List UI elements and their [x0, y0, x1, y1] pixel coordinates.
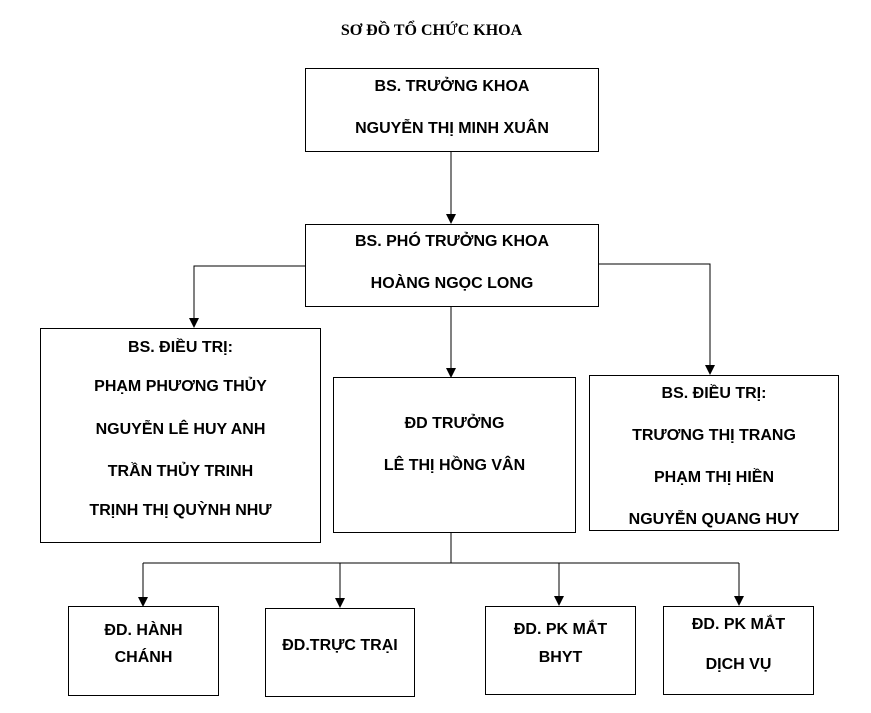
head-name: NGUYỄN THỊ MINH XUÂN: [355, 120, 549, 137]
unit-insurance-clinic-nurse-box: ĐD. PK MẮT BHYT: [485, 606, 636, 695]
doctors-left-role: BS. ĐIỀU TRỊ:: [128, 339, 233, 356]
arrow-deputy-to-doctors-left: [189, 265, 305, 328]
unit-label: ĐD. HÀNH: [104, 622, 183, 639]
unit-service-clinic-nurse-box: ĐD. PK MẮT DỊCH VỤ: [663, 606, 814, 695]
deputy-head-box: BS. PHÓ TRƯỞNG KHOA HOÀNG NGỌC LONG: [305, 224, 599, 307]
unit-admin-nurse-box: ĐD. HÀNH CHÁNH: [68, 606, 219, 696]
doctors-left-box: BS. ĐIỀU TRỊ: PHẠM PHƯƠNG THỦY NGUYỄN LÊ…: [40, 328, 321, 543]
deputy-name: HOÀNG NGỌC LONG: [370, 275, 534, 292]
unit-ward-duty-nurse-box: ĐD.TRỰC TRẠI: [265, 608, 415, 697]
head-of-department-box: BS. TRƯỞNG KHOA NGUYỄN THỊ MINH XUÂN: [305, 68, 599, 152]
doctor-name: PHẠM PHƯƠNG THỦY: [94, 378, 267, 395]
deputy-role: BS. PHÓ TRƯỞNG KHOA: [354, 233, 550, 250]
doctor-name: NGUYỄN QUANG HUY: [628, 511, 800, 528]
unit-label: BHYT: [538, 649, 583, 666]
unit-label: DỊCH VỤ: [705, 656, 772, 673]
head-nurse-role: ĐD TRƯỞNG: [404, 415, 505, 432]
doctor-name: TRƯƠNG THỊ TRANG: [632, 427, 796, 444]
doctor-name: TRẦN THỦY TRINH: [107, 463, 254, 480]
doctor-name: PHẠM THỊ HIỀN: [654, 469, 774, 486]
unit-label: CHÁNH: [114, 649, 173, 666]
arrow-deputy-to-doctors-right: [598, 263, 715, 375]
unit-label: ĐD. PK MẮT: [513, 621, 608, 638]
diagram-title: SƠ ĐỒ TỔ CHỨC KHOA: [340, 22, 523, 39]
doctors-right-box: BS. ĐIỀU TRỊ: TRƯƠNG THỊ TRANG PHẠM THỊ …: [589, 375, 839, 531]
doctor-name: TRỊNH THỊ QUỲNH NHƯ: [89, 502, 272, 519]
head-nurse-name: LÊ THỊ HỒNG VÂN: [383, 457, 526, 474]
head-nurse-box: ĐD TRƯỞNG LÊ THỊ HỒNG VÂN: [333, 377, 576, 533]
doctor-name: NGUYỄN LÊ HUY ANH: [95, 421, 266, 438]
unit-label: ĐD.TRỰC TRẠI: [282, 637, 398, 654]
doctors-right-role: BS. ĐIỀU TRỊ:: [661, 385, 767, 402]
unit-label: ĐD. PK MẮT: [691, 616, 786, 633]
head-role: BS. TRƯỞNG KHOA: [374, 78, 530, 95]
